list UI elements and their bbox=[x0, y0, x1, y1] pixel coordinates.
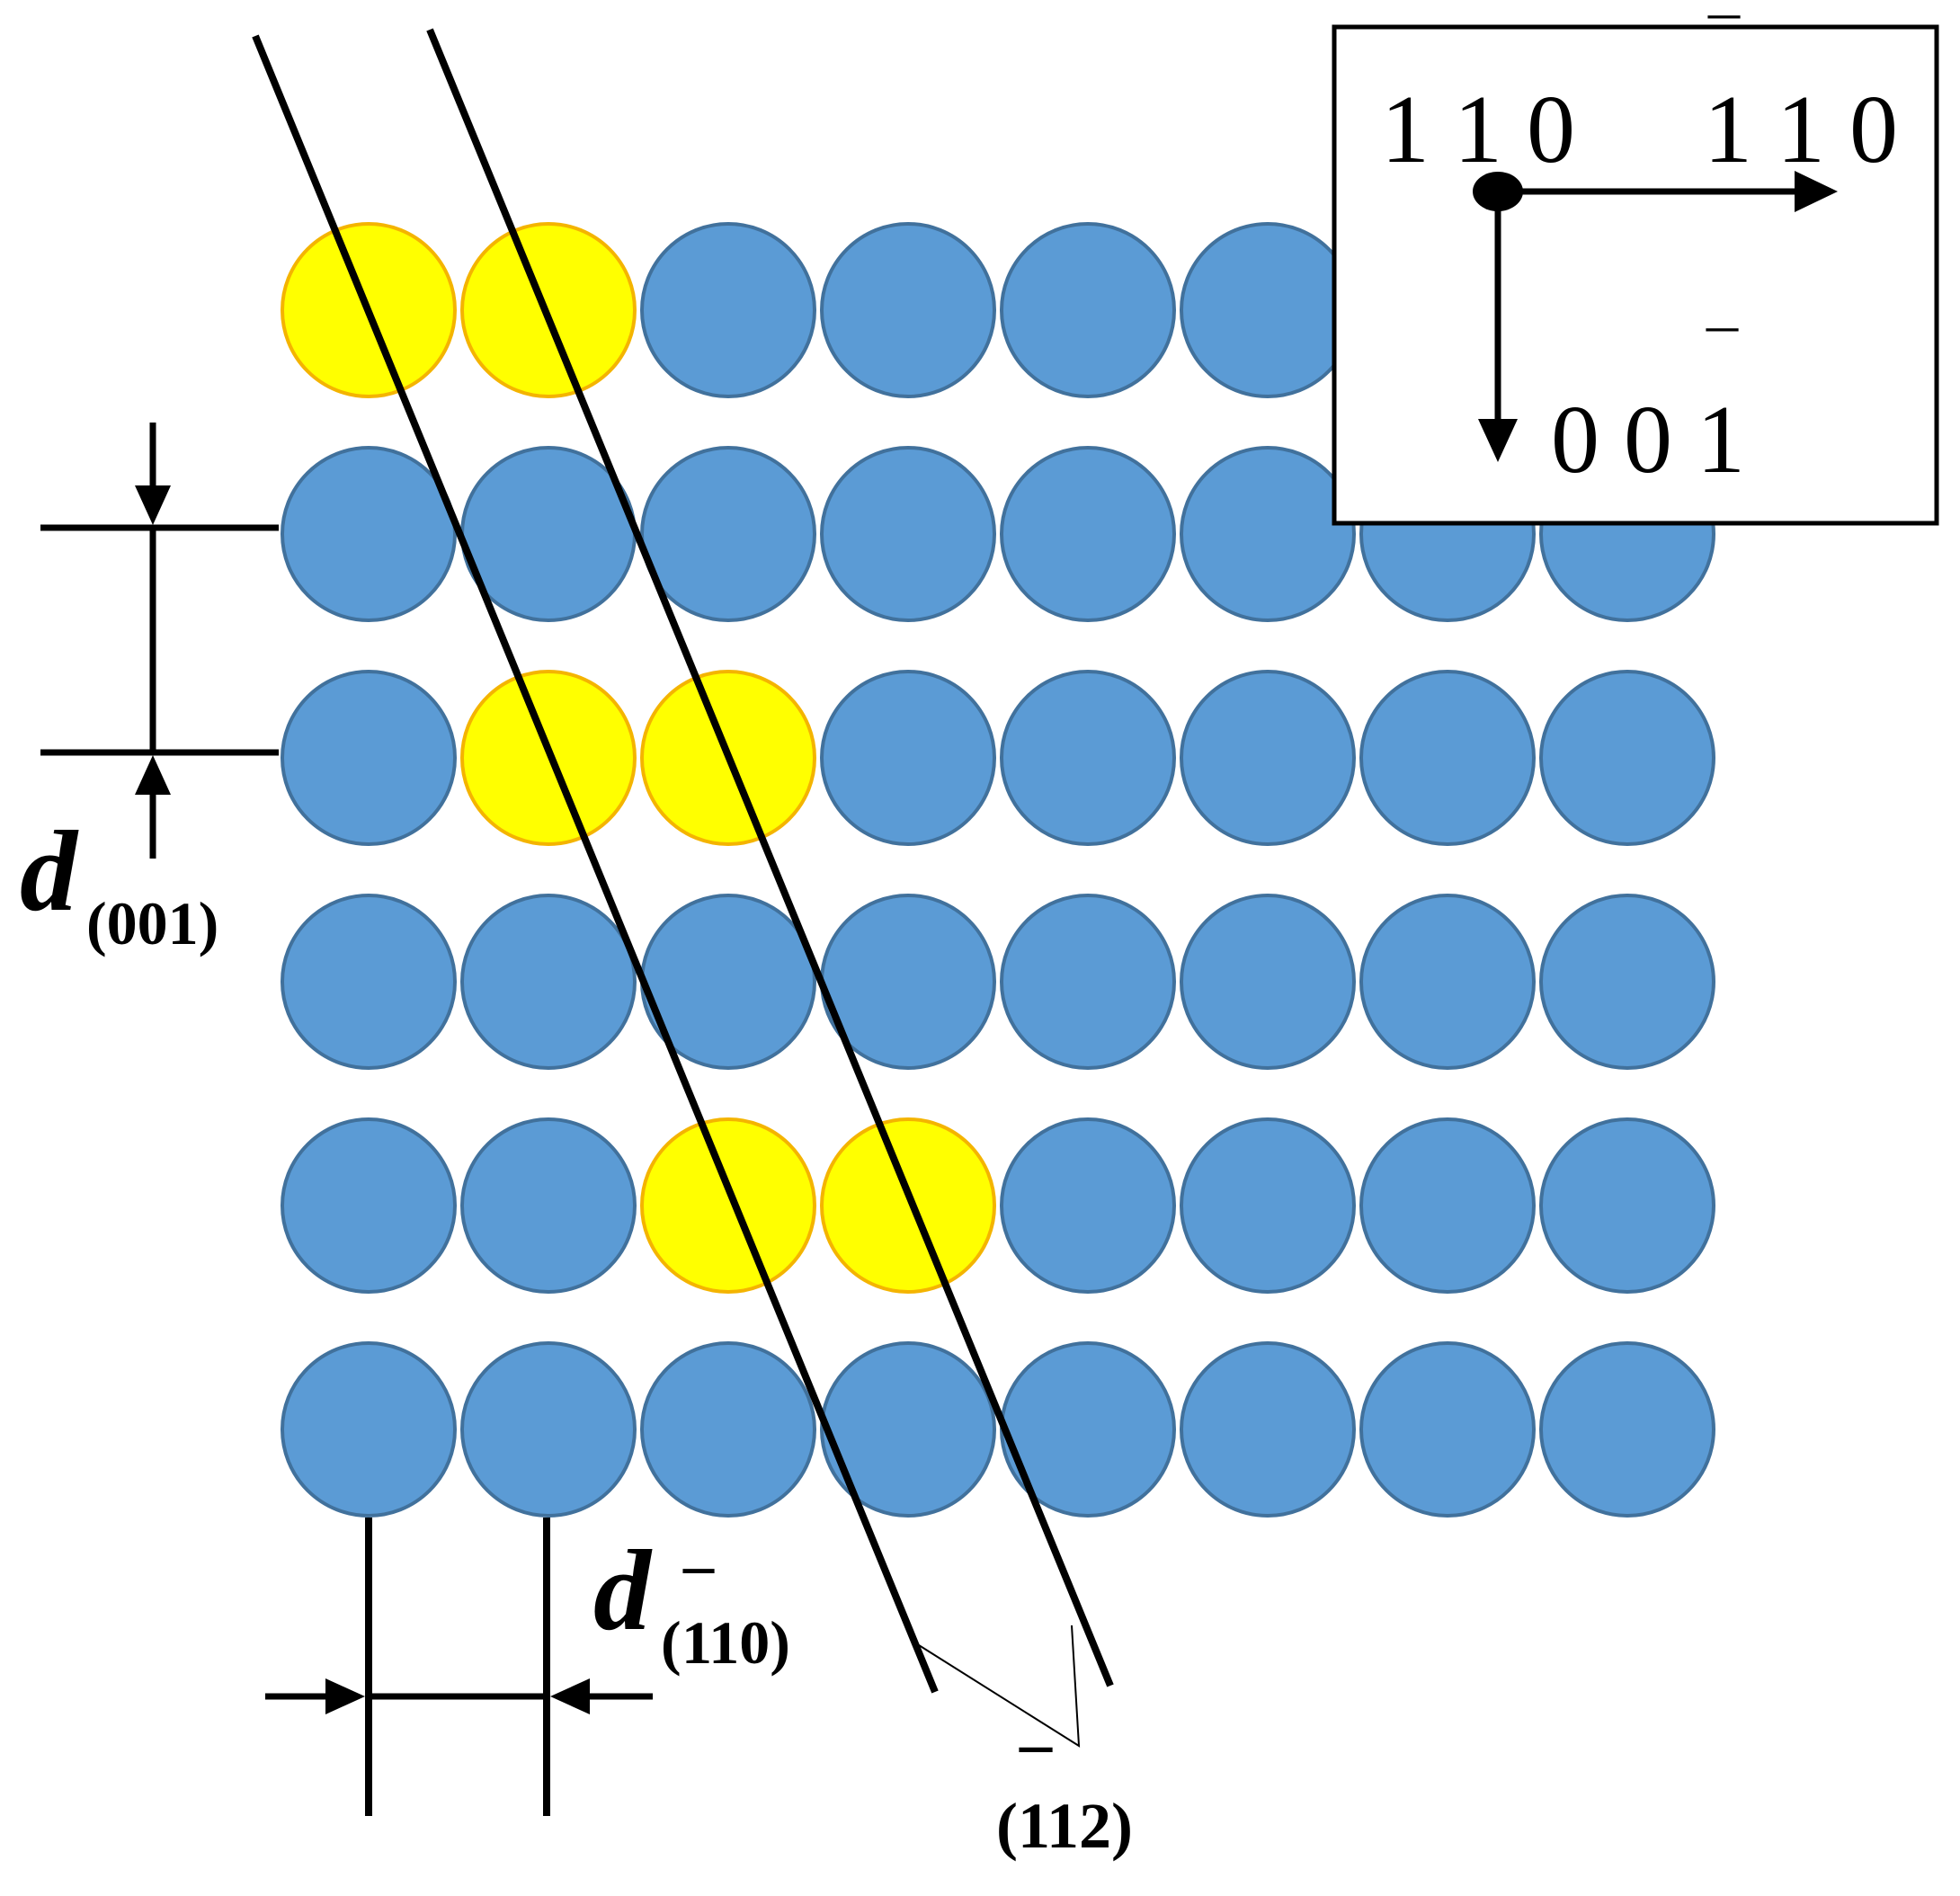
d001-arrow-bottom-head bbox=[135, 755, 171, 795]
d110-label: d ( 110) ¯ bbox=[593, 1527, 790, 1677]
atom bbox=[1539, 670, 1715, 846]
d001-label: d (001) bbox=[20, 807, 218, 957]
atom bbox=[820, 446, 996, 622]
d001-marker bbox=[40, 423, 279, 859]
atom bbox=[1539, 894, 1715, 1070]
atom bbox=[1000, 894, 1176, 1070]
inset-box bbox=[1332, 24, 1939, 526]
inset-down-bar: ¯ bbox=[1706, 321, 1739, 390]
d110-arrow-right-head bbox=[550, 1678, 590, 1714]
atom bbox=[1180, 446, 1356, 622]
atom bbox=[1180, 1341, 1356, 1518]
atom bbox=[281, 670, 457, 846]
d110-letter: d bbox=[593, 1527, 653, 1654]
atom bbox=[281, 1341, 457, 1518]
atom bbox=[640, 1341, 816, 1518]
atom bbox=[1539, 1341, 1715, 1518]
plane-label: (112) bbox=[996, 1790, 1133, 1862]
atom bbox=[640, 222, 816, 398]
atom bbox=[460, 1117, 637, 1294]
plane-line-2 bbox=[426, 28, 1114, 1687]
atom bbox=[820, 670, 996, 846]
inset-down-label: 0 0 1 bbox=[1551, 387, 1745, 494]
d110-arrow-left-head bbox=[325, 1678, 365, 1714]
highlighted-atom bbox=[820, 1117, 996, 1294]
plane-label-group: (112) ¯ bbox=[996, 1739, 1133, 1862]
atom bbox=[1359, 894, 1536, 1070]
d001-letter: d bbox=[20, 807, 79, 935]
d001-arrow-top-head bbox=[135, 485, 171, 525]
plane-label-bar: ¯ bbox=[1019, 1739, 1053, 1811]
atom bbox=[820, 222, 996, 398]
atom-grid bbox=[281, 222, 1715, 1518]
plane-lines bbox=[252, 28, 1114, 1748]
atom bbox=[1359, 670, 1536, 846]
inset-right-arrow-head bbox=[1795, 171, 1838, 212]
atom bbox=[281, 446, 457, 622]
atom bbox=[1539, 1117, 1715, 1294]
atom bbox=[1180, 222, 1356, 398]
inset-right-label: 1 1 0 bbox=[1704, 76, 1898, 183]
atom bbox=[281, 894, 457, 1070]
atom bbox=[1000, 670, 1176, 846]
atom bbox=[460, 894, 637, 1070]
inset-origin-label: 1 1 0 bbox=[1381, 76, 1575, 183]
inset-down-arrow-head bbox=[1478, 419, 1518, 462]
plane-leader-line bbox=[918, 1625, 1081, 1748]
atom bbox=[1359, 1117, 1536, 1294]
d110-bar: ¯ bbox=[682, 1560, 715, 1628]
atom bbox=[1180, 670, 1356, 846]
d110-subscript-digits: 110) bbox=[682, 1608, 790, 1677]
atom bbox=[1180, 1117, 1356, 1294]
orientation-inset: 1 1 0 1 1 0 ¯ 0 0 1 ¯ bbox=[1332, 8, 1939, 526]
atom bbox=[1000, 446, 1176, 622]
d110-marker bbox=[265, 1518, 653, 1816]
highlighted-atom bbox=[640, 1117, 816, 1294]
d001-subscript: (001) bbox=[86, 889, 218, 957]
inset-right-bar: ¯ bbox=[1707, 8, 1741, 77]
atom bbox=[1359, 1341, 1536, 1518]
atom bbox=[281, 1117, 457, 1294]
d110-subscript-open: ( bbox=[661, 1608, 682, 1677]
atom bbox=[640, 446, 816, 622]
atom bbox=[460, 1341, 637, 1518]
atom bbox=[1000, 1117, 1176, 1294]
atom bbox=[820, 1341, 996, 1518]
plane-line-1 bbox=[252, 34, 939, 1694]
atom bbox=[1000, 222, 1176, 398]
atom bbox=[1180, 894, 1356, 1070]
